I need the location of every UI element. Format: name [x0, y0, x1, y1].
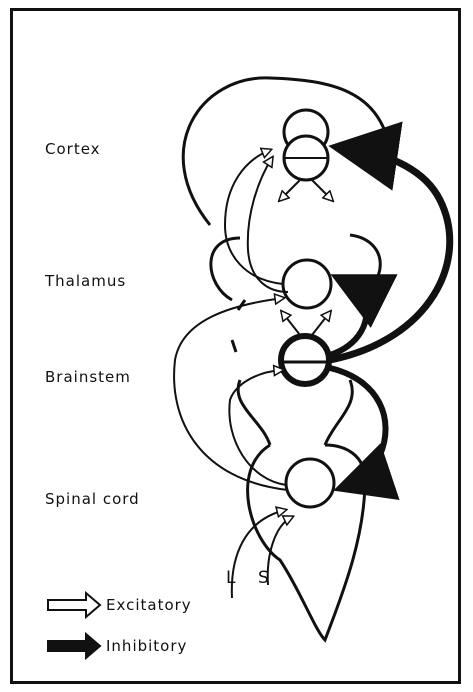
- label-cortex: Cortex: [45, 140, 101, 158]
- cortex-output-arrows: [280, 180, 332, 200]
- thalamus-node: [283, 260, 331, 308]
- cortex-node: [284, 110, 328, 180]
- label-brainstem: Brainstem: [45, 368, 131, 386]
- spinal-cord-node: [286, 459, 334, 507]
- inhibitory-pathways: [330, 150, 450, 483]
- excitatory-pathways: [174, 150, 292, 598]
- brainstem-output-arrows: [282, 312, 330, 335]
- input-label-s: S: [258, 568, 270, 588]
- input-label-l: L: [226, 568, 236, 588]
- legend-excitatory-label: Excitatory: [106, 596, 192, 614]
- legend-inhibitory-arrow-icon: [48, 634, 100, 658]
- legend-excitatory-arrow-icon: [48, 593, 100, 617]
- legend-inhibitory-label: Inhibitory: [106, 637, 187, 655]
- label-thalamus: Thalamus: [45, 272, 126, 290]
- brainstem-node: [281, 336, 329, 384]
- label-spinal-cord: Spinal cord: [45, 490, 140, 508]
